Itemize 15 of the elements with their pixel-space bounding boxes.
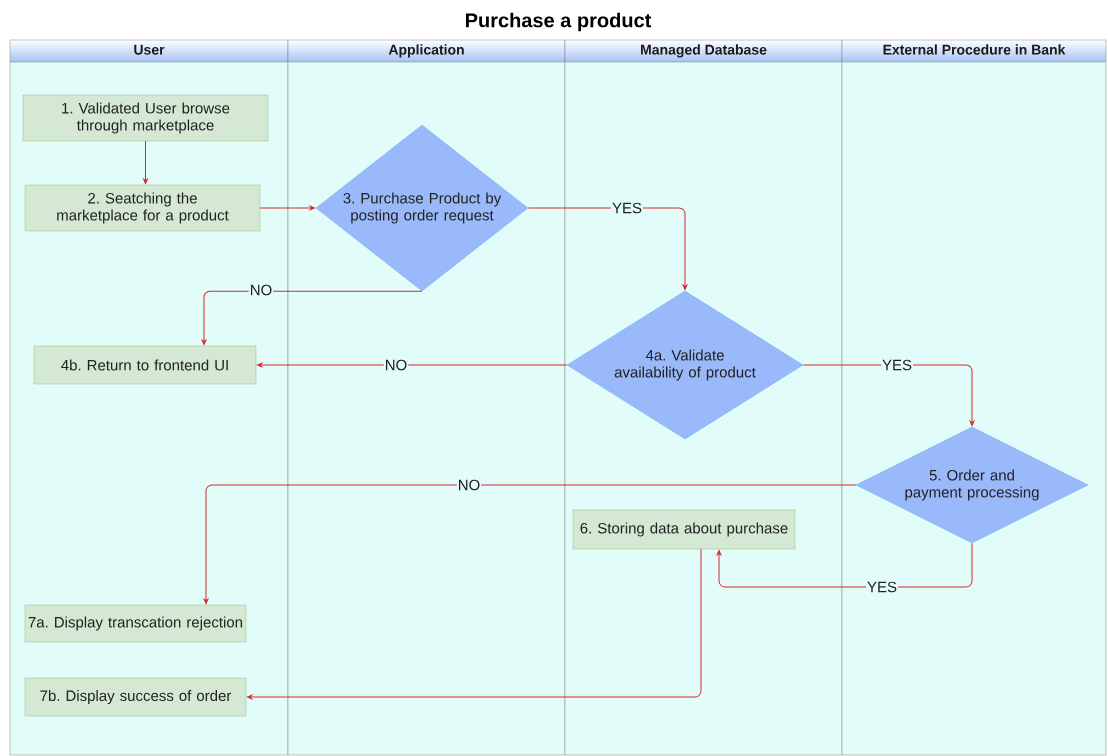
title: Purchase a product — [466, 12, 652, 32]
process-box: 4b. Return to frontend UI — [33, 345, 257, 385]
process-box: 1. Validated User browse through marketplace — [22, 94, 269, 142]
arrow — [143, 140, 148, 185]
process-box: 6. Storing data about purchase — [572, 509, 796, 550]
process-box: 7b. Display success of order — [24, 677, 247, 717]
arrow — [257, 362, 568, 368]
arrow — [246, 548, 702, 700]
process-box: 7a. Display transcation rejection — [24, 604, 247, 643]
arrow — [716, 542, 973, 588]
arrow — [201, 290, 423, 346]
process-box: 2. Seatching the marketplace for a product — [24, 184, 261, 232]
arrow — [527, 207, 688, 291]
arrow — [259, 205, 316, 211]
arrow — [203, 484, 857, 605]
